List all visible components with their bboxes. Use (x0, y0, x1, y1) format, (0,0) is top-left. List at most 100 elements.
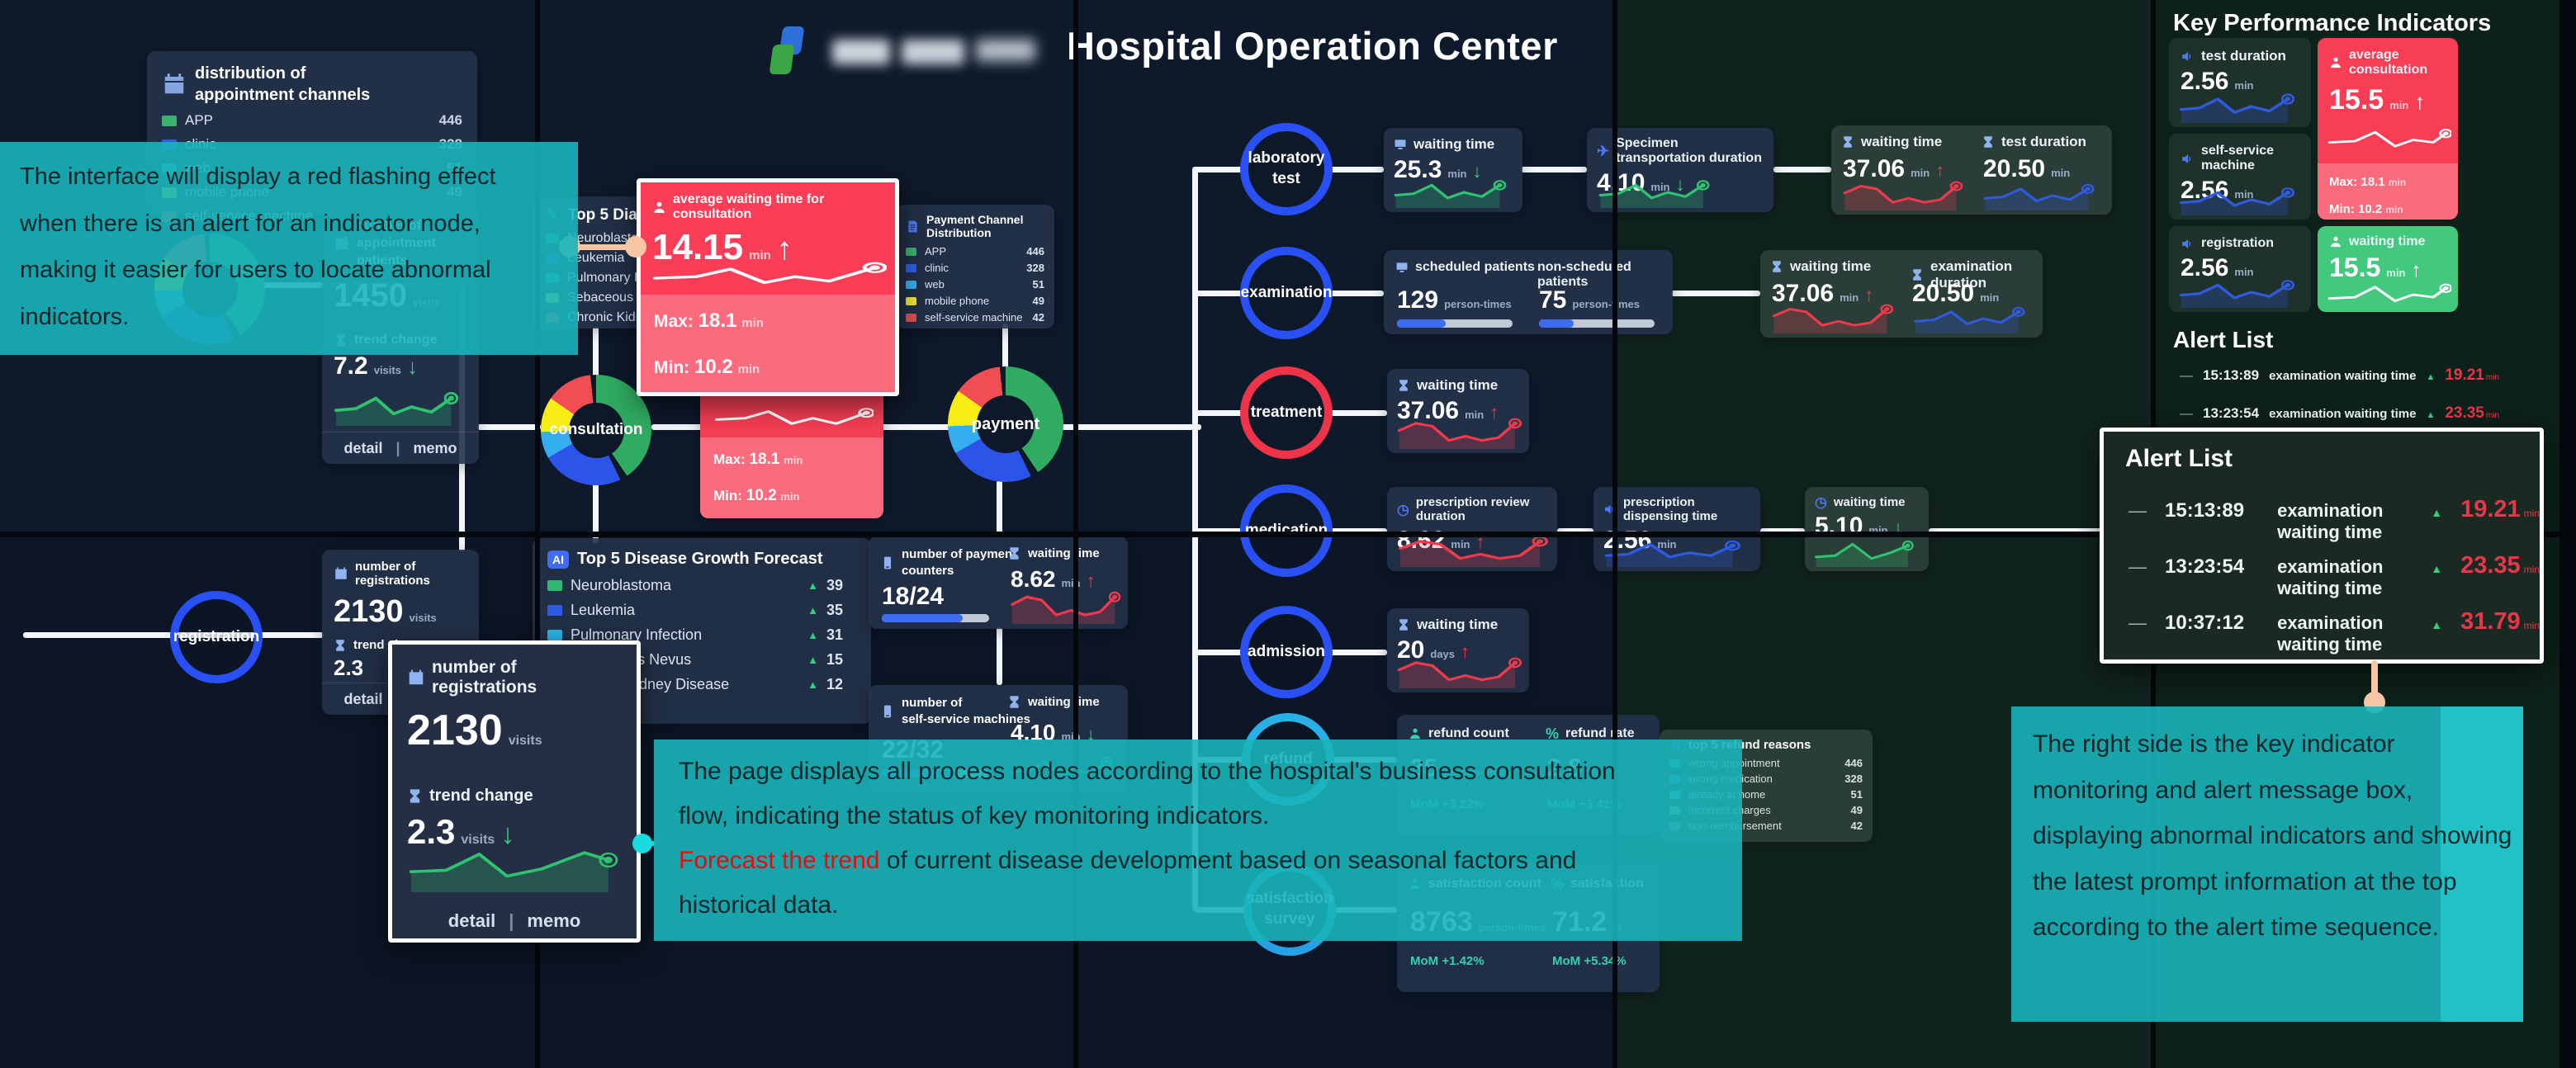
page-title: Hospital Operation Center (1067, 24, 1558, 68)
node-admission[interactable]: admission (1240, 606, 1333, 698)
node-label: examination (1240, 283, 1333, 301)
consultation-waiting-popup[interactable]: average waiting time for consultation 14… (637, 178, 899, 396)
alert-metric: examination waiting time (2277, 556, 2384, 598)
down-arrow-icon: ↓ (1675, 174, 1685, 195)
kpi-panel-title: Key Performance Indicators (2173, 10, 2492, 36)
waiting-sparkline (1011, 591, 1121, 624)
card-title: test duration (2201, 48, 2286, 64)
rise-icon: ▲ (807, 654, 818, 666)
mom-change: MoM +1.42% (1410, 954, 1485, 968)
alert-row[interactable]: — 15:13:89 examination waiting time ▲ 19… (2129, 496, 2540, 543)
mom-change: MoM +5.34% (1552, 954, 1627, 968)
up-arrow-icon: ↑ (1935, 160, 1945, 181)
detail-button[interactable]: detail (343, 440, 383, 456)
alert-list-popup[interactable]: Alert List — 15:13:89 examination waitin… (2100, 428, 2544, 664)
metric-value: 2130 (407, 706, 503, 754)
flow-line-payment-spine (1061, 424, 1201, 430)
alert-row[interactable]: — 10:37:12 examination waiting time ▲ 31… (2129, 608, 2540, 655)
max-min-section: Max: 18.1 min Min: 10.2 min (641, 295, 895, 392)
card-title: distribution of (195, 64, 306, 83)
waiting-sparkline (715, 408, 874, 425)
payment-counters-card[interactable]: number of payment counters 18/24 waiting… (869, 536, 1128, 629)
link-lab-1 (1521, 167, 1587, 172)
node-treatment[interactable]: treatment (1240, 366, 1333, 459)
link-med-2 (1760, 528, 1805, 534)
trend-sparkline (409, 851, 618, 892)
calendar-icon (407, 669, 425, 687)
min-unit: min (737, 362, 760, 376)
card-title: waiting time (1861, 134, 1943, 149)
alert-row[interactable]: — 13:23:54 examination waiting time ▲ 23… (2180, 404, 2499, 423)
down-arrow-icon: ↓ (406, 354, 418, 380)
popup-title: average waiting time for consultation (673, 192, 825, 221)
legend-label: APP (925, 245, 947, 258)
consultation-donut-node[interactable]: consultation (541, 375, 651, 485)
alert-row[interactable]: — 15:13:89 examination waiting time ▲ 19… (2180, 366, 2499, 385)
clock-icon: ◷ (1397, 501, 1409, 517)
hourglass-icon (407, 788, 423, 804)
metric-value: 129 (1397, 286, 1439, 314)
clock-icon: ◷ (1815, 494, 1827, 510)
legend-value: 446 (438, 112, 462, 128)
alert-row[interactable]: — 13:23:54 examination waiting time ▲ 23… (2129, 552, 2540, 599)
footer-divider: | (395, 440, 400, 456)
rise-icon: ▲ (2426, 372, 2436, 382)
link-med-3 (1929, 528, 2101, 534)
callout-dot (625, 236, 646, 258)
max-label: Max (713, 451, 741, 467)
node-label: registration (173, 627, 260, 645)
alert-metric: examination waiting time (2277, 500, 2384, 542)
annotation-highlight-strip (2441, 706, 2523, 1022)
callout-dot-cyan (632, 834, 652, 853)
node-label: laboratory (1248, 149, 1325, 168)
flow-line-diagnoses-consultation (593, 327, 599, 378)
person-icon (1409, 727, 1422, 740)
hourglass-icon (1911, 268, 1924, 281)
hourglass-icon (1841, 135, 1854, 149)
min-value: 10.2 (746, 487, 777, 504)
stub-exam-left (1195, 291, 1244, 296)
alert-value: 19.21 (2445, 366, 2484, 384)
memo-button[interactable]: memo (527, 910, 581, 931)
legend-value: 35 (826, 602, 844, 618)
detail-button[interactable]: detail (343, 691, 383, 707)
node-medication[interactable]: medication (1240, 484, 1333, 577)
node-registration[interactable]: registration (170, 591, 263, 683)
metric-value: 2130 (334, 594, 404, 629)
alert-list-title: Alert List (2173, 327, 2274, 352)
card-title: waiting time (1413, 136, 1495, 152)
callout-line-diagnoses-popup (570, 244, 640, 250)
memo-button[interactable]: memo (413, 440, 457, 456)
annotation-center: The page displays all process nodes acco… (654, 740, 1742, 941)
metric-unit: min (1980, 291, 2000, 304)
legend-value: 51 (1032, 278, 1044, 291)
metric-unit: min (749, 248, 771, 262)
card-title: waiting time (1833, 495, 1906, 509)
metric-unit: person-times (1572, 298, 1641, 310)
detail-button[interactable]: detail (447, 910, 496, 931)
metric-value: 2.56 (2181, 68, 2229, 95)
payment-donut-node[interactable]: payment (948, 366, 1063, 482)
node-examination[interactable]: examination (1240, 247, 1333, 339)
dash-icon: — (2129, 500, 2147, 521)
max-min-section: Max: 18.1 min Min: 10.2 min (700, 437, 883, 518)
